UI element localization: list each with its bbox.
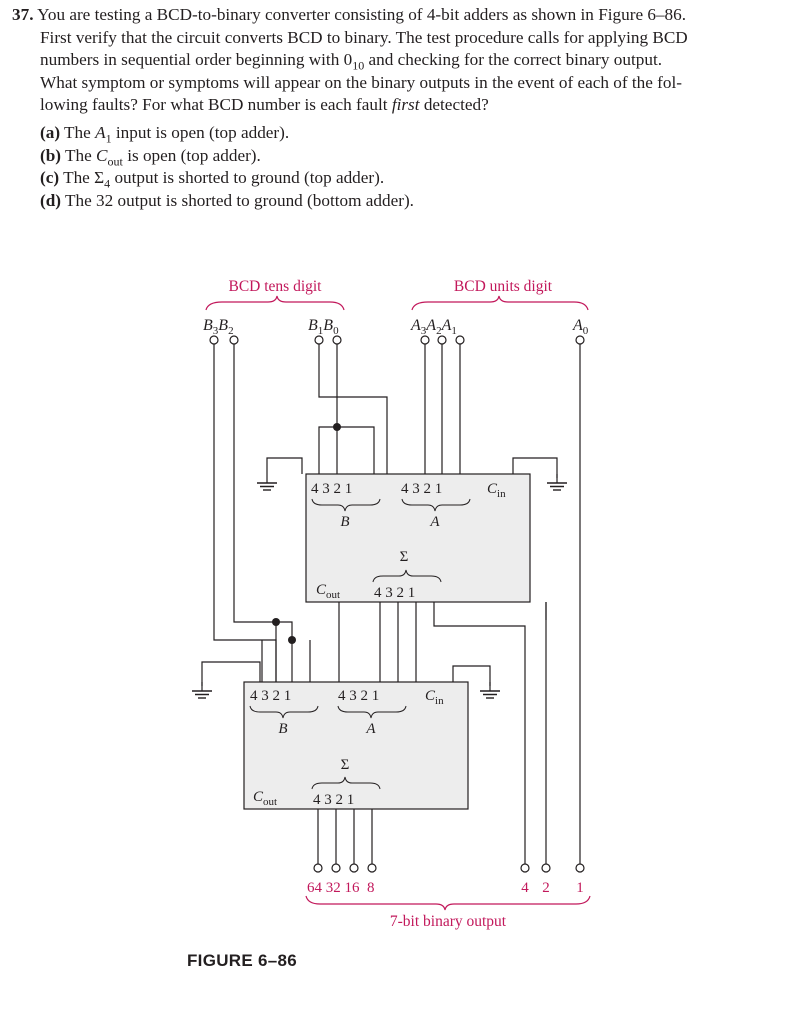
problem-line-1: 37. You are testing a BCD-to-binary conv… — [12, 4, 792, 27]
brace-tens — [205, 295, 345, 311]
problem-text-2: First verify that the circuit converts B… — [40, 27, 688, 47]
part-pre: The — [64, 122, 96, 142]
problem-block: 37. You are testing a BCD-to-binary conv… — [12, 4, 792, 212]
label-b3b2: B3B2 — [203, 317, 234, 337]
brace-units — [411, 295, 589, 311]
brace — [311, 498, 381, 512]
bottom-b-pins: 4 3 2 1 — [250, 688, 291, 704]
part-sub: out — [107, 154, 123, 168]
output-weight-4: 4 — [521, 880, 529, 896]
problem-line-5: lowing faults? For what BCD number is ea… — [12, 94, 792, 117]
problem-line-2: First verify that the circuit converts B… — [12, 27, 792, 50]
problem-text-3: numbers in sequential order beginning wi… — [40, 50, 353, 70]
problem-number: 37. — [12, 5, 34, 24]
top-a-label: A — [429, 514, 440, 530]
top-b-label: B — [340, 514, 349, 530]
part-pre: The — [63, 168, 95, 188]
part-label: (b) — [40, 145, 62, 165]
part-sub: 1 — [105, 131, 112, 146]
part-symbol: A — [95, 122, 106, 142]
ground-icon — [256, 473, 278, 491]
brace — [401, 498, 471, 512]
bottom-cin-label: Cin — [425, 688, 444, 707]
top-a-pins: 4 3 2 1 — [401, 481, 442, 497]
output-terminals — [313, 863, 585, 873]
output-weights-high: 64 32 16 8 — [307, 880, 375, 896]
junction-dot — [272, 618, 280, 626]
part-post: input is open (top adder). — [111, 122, 290, 142]
bottom-b-label: B — [278, 721, 287, 737]
ground-icon — [191, 681, 213, 699]
fault-b: (b) The Cout is open (top adder). — [12, 145, 792, 168]
problem-line-4: What symptom or symptoms will appear on … — [12, 72, 792, 95]
input-terminals — [209, 335, 585, 345]
part-symbol: C — [96, 145, 108, 165]
part-sub: 4 — [104, 176, 111, 191]
top-sum-pins: 4 3 2 1 — [374, 585, 415, 601]
problem-text-3b: and checking for the correct binary outp… — [364, 50, 663, 70]
problem-text-5b: detected? — [419, 95, 489, 115]
ground-icon — [546, 473, 568, 491]
fault-a: (a) The A1 input is open (top adder). — [12, 122, 792, 145]
fault-d: (d) The 32 output is shorted to ground (… — [12, 190, 792, 213]
part-label: (d) — [40, 190, 62, 210]
top-cin-label: Cin — [487, 481, 506, 500]
part-symbol: Σ — [94, 168, 105, 188]
bottom-a-label: A — [365, 721, 376, 737]
part-post: is open (top adder). — [122, 145, 261, 165]
problem-text-1: You are testing a BCD-to-binary converte… — [37, 5, 687, 24]
part-label: (c) — [40, 168, 60, 188]
figure-caption: FIGURE 6–86 — [187, 951, 298, 970]
bcd-units-label: BCD units digit — [454, 278, 553, 295]
part-post: output is shorted to ground (top adder). — [110, 168, 385, 188]
part-pre: The — [65, 145, 97, 165]
brace — [249, 705, 319, 719]
problem-text-4: What symptom or symptoms will appear on … — [40, 72, 682, 92]
top-b-pins: 4 3 2 1 — [311, 481, 352, 497]
brace — [337, 705, 407, 719]
brace — [311, 776, 381, 790]
subscript-ten: 10 — [352, 58, 365, 73]
label-a3a2a1: A3A2A1 — [410, 317, 457, 337]
junction-dot — [288, 636, 296, 644]
part-pre: The 32 output is shorted to ground (bott… — [65, 190, 414, 210]
bottom-a-pins: 4 3 2 1 — [338, 688, 379, 704]
bcd-tens-label: BCD tens digit — [228, 278, 322, 295]
output-weight-1: 1 — [576, 880, 584, 896]
top-sigma: Σ — [400, 549, 409, 565]
bottom-adder-box — [243, 681, 469, 810]
label-a0: A0 — [572, 317, 589, 337]
top-cout-label: Cout — [316, 582, 340, 601]
label-b1b0: B1B0 — [308, 317, 339, 337]
bottom-cout-label: Cout — [253, 789, 277, 808]
part-label: (a) — [40, 122, 61, 142]
output-label: 7-bit binary output — [390, 913, 507, 930]
problem-text-5: lowing faults? For what BCD number is ea… — [40, 95, 392, 115]
output-weight-2: 2 — [542, 880, 550, 896]
brace-output — [305, 895, 591, 911]
fault-list: (a) The A1 input is open (top adder). (b… — [12, 122, 792, 212]
top-adder-box — [305, 473, 531, 603]
junction-dot — [333, 423, 341, 431]
wires — [201, 344, 581, 864]
problem-line-3: numbers in sequential order beginning wi… — [12, 49, 792, 72]
ground-icon — [479, 681, 501, 699]
emphasis-first: first — [391, 95, 420, 115]
bottom-sigma: Σ — [341, 757, 350, 773]
brace — [372, 569, 442, 583]
bottom-sum-pins: 4 3 2 1 — [313, 792, 354, 808]
fault-c: (c) The Σ4 output is shorted to ground (… — [12, 167, 792, 190]
